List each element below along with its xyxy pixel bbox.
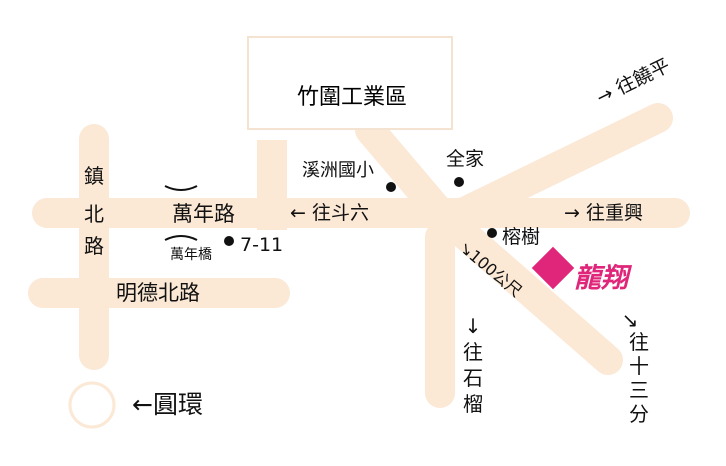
label-wannian-bridge: 萬年橋: [170, 247, 212, 263]
label-shisanfen-char: 往: [629, 330, 649, 354]
road-shisanfen: [433, 205, 623, 375]
location-dot-icon: [487, 228, 497, 238]
roundabout-circle-icon: [68, 381, 116, 429]
road-shiliu: [425, 222, 455, 408]
industrial-park-label: 竹圍工業區: [296, 85, 407, 110]
road-mingde-north: [28, 278, 290, 308]
industrial-park-box: 竹圍工業區: [247, 36, 453, 130]
road-park-diagonal: [355, 115, 463, 237]
label-zhenbei-char: 鎮: [84, 164, 104, 188]
road-wannian-main: [32, 198, 690, 228]
label-to-shisanfen: ↘ 往 十 三 分: [622, 310, 650, 426]
bridge-mark-icon: [164, 235, 198, 241]
label-wannian-road: 萬年路: [172, 202, 235, 226]
label-zhenbei-char: 北: [84, 202, 104, 226]
label-shiliu-char: 往: [463, 340, 483, 364]
label-shisanfen-char: 分: [629, 402, 649, 426]
label-xizhou-school: 溪洲國小: [302, 160, 374, 181]
label-zhenbei-road: 鎮 北 路: [84, 166, 104, 256]
label-shiliu-char: 石: [463, 366, 483, 390]
road-park-access: [257, 140, 287, 230]
label-to-shiliu: ↓ 往 石 榴: [462, 316, 484, 414]
label-shisanfen-char: 三: [629, 378, 649, 402]
label-to-chongxing: → 往重興: [564, 202, 643, 224]
roads: [28, 124, 690, 408]
label-familymart: 全家: [446, 148, 485, 170]
label-roundabout: ←圓環: [132, 390, 203, 419]
label-shisanfen-char: 十: [629, 354, 649, 378]
road-zhenbei: [79, 124, 109, 370]
diagonal-roads: [355, 103, 673, 375]
label-seven-eleven: 7-11: [240, 234, 284, 256]
location-dot-icon: [386, 182, 396, 192]
label-mingde-north-road: 明德北路: [116, 281, 200, 305]
label-shisanfen-char: ↘: [621, 308, 639, 332]
brand-name: 龍翔: [574, 263, 628, 294]
location-dot-icon: [454, 177, 464, 187]
bridge-mark-icon: [164, 185, 198, 191]
label-shiliu-char: ↓: [464, 314, 482, 338]
label-to-douliu: ← 往斗六: [290, 202, 369, 224]
label-shiliu-char: 榴: [463, 392, 483, 416]
label-rongshu: 榕樹: [502, 226, 541, 248]
road-raoping: [433, 103, 673, 235]
location-dot-icon: [224, 236, 234, 246]
label-zhenbei-char: 路: [84, 234, 104, 258]
